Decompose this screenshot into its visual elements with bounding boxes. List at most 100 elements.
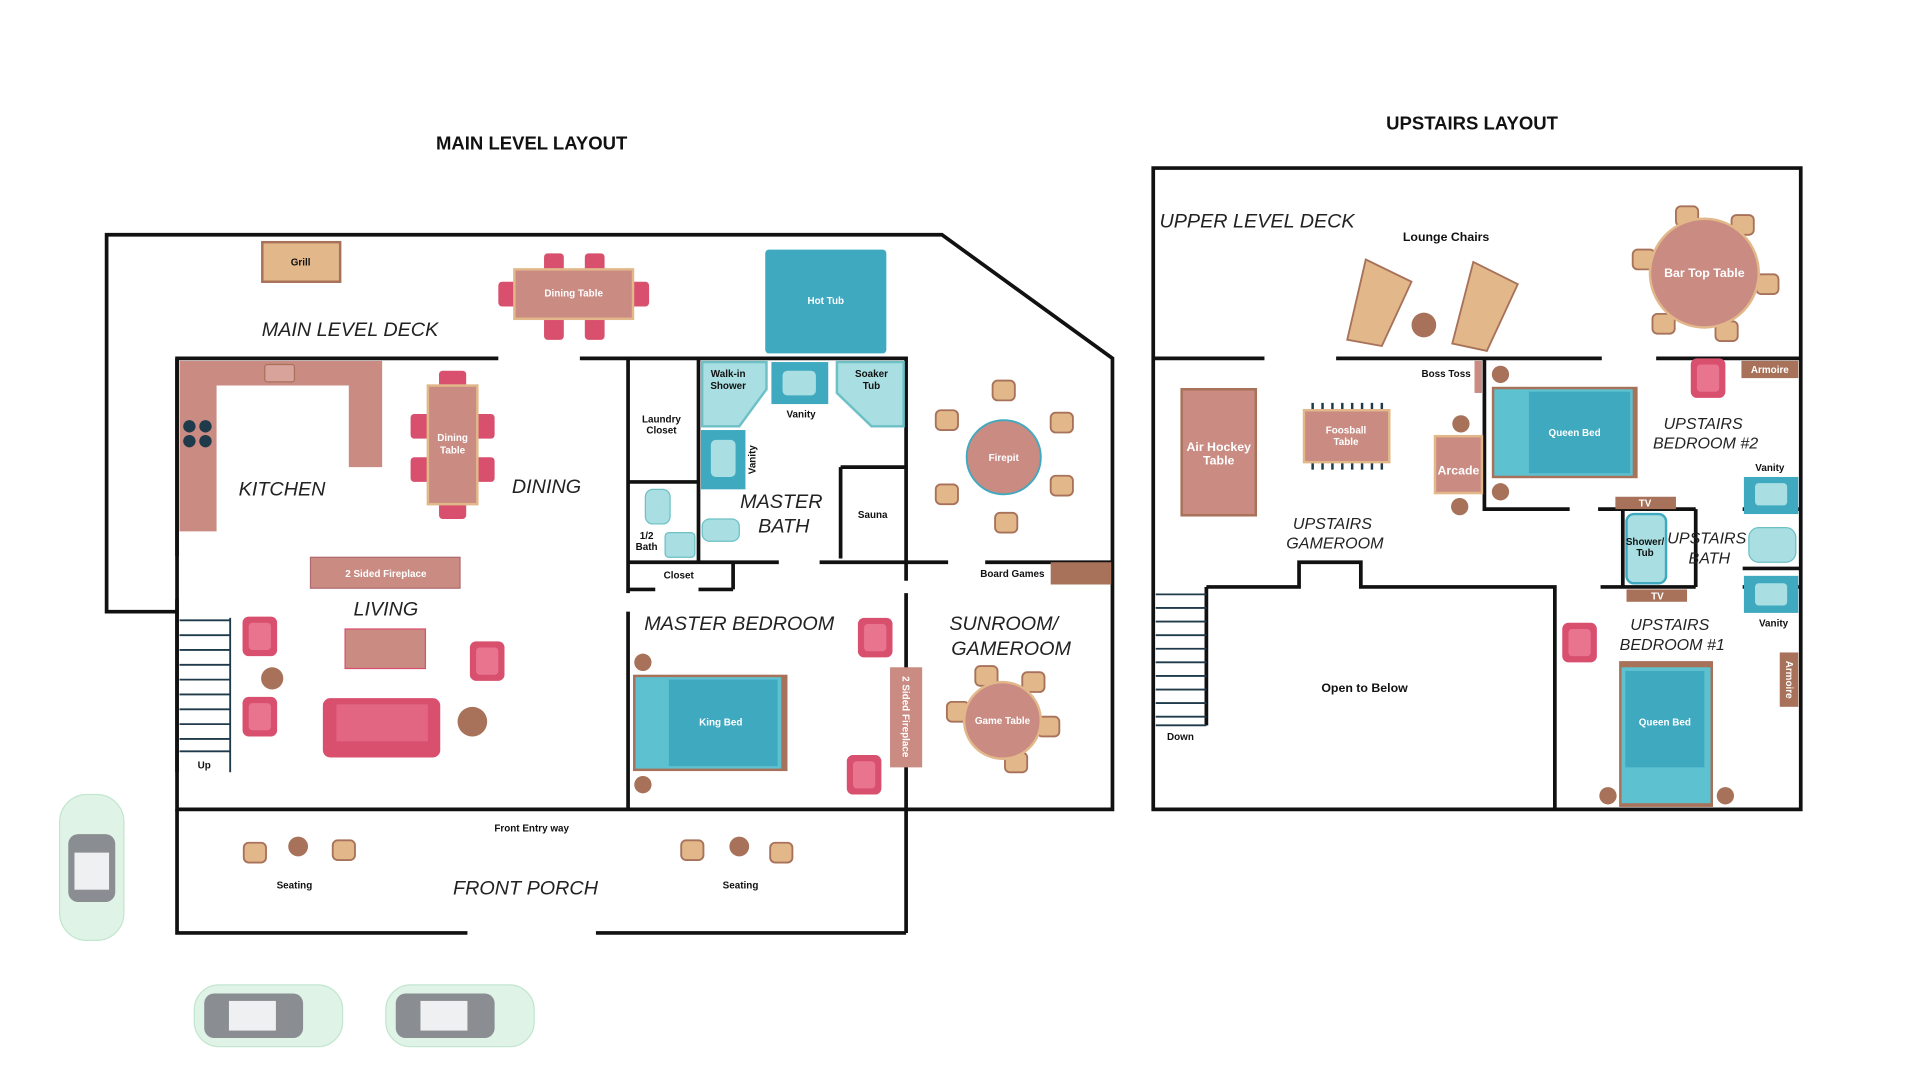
kitchen-counter [179, 360, 383, 532]
svg-text:Lounge Chairs: Lounge Chairs [1403, 230, 1490, 244]
svg-text:Firepit: Firepit [989, 453, 1020, 464]
tv-bottom: TV [1626, 589, 1688, 602]
room-front-porch: FRONT PORCH [453, 878, 599, 900]
svg-text:1/2: 1/2 [640, 531, 654, 542]
main-level-title: MAIN LEVEL LAYOUT [436, 133, 628, 154]
svg-text:Arcade: Arcade [1438, 464, 1480, 478]
vanity-side [700, 430, 746, 490]
svg-text:BATH: BATH [758, 516, 810, 538]
svg-text:Vanity: Vanity [747, 445, 758, 475]
room-kitchen: KITCHEN [239, 479, 326, 501]
vanity-up-1 [1743, 476, 1799, 515]
svg-text:GAMEROOM: GAMEROOM [1286, 535, 1384, 553]
shower-tub: Shower/Tub [1625, 512, 1668, 585]
svg-text:Armoire: Armoire [1751, 365, 1789, 376]
sink-icon [664, 531, 696, 558]
svg-text:Closet: Closet [646, 426, 677, 437]
svg-text:Tub: Tub [1636, 548, 1653, 559]
svg-text:Air Hockey: Air Hockey [1186, 440, 1251, 454]
stairs-up-label: Up [198, 761, 211, 772]
toilet-icon [644, 488, 671, 525]
room-upstairs-gameroom: UPSTAIRS [1293, 515, 1372, 533]
king-bed: King Bed [633, 674, 788, 772]
coffee-table [344, 628, 427, 670]
svg-text:Queen Bed: Queen Bed [1639, 717, 1691, 728]
svg-text:Walk-in: Walk-in [711, 369, 746, 380]
armoire-top: Armoire [1741, 360, 1799, 379]
svg-text:Grill: Grill [291, 258, 311, 269]
svg-text:BATH: BATH [1688, 549, 1730, 567]
svg-text:TV: TV [1651, 591, 1664, 602]
toilet-icon [701, 518, 740, 542]
bedroom-fireplace: 2 Sided Fireplace [890, 667, 923, 768]
svg-text:BEDROOM #2: BEDROOM #2 [1653, 435, 1758, 453]
svg-text:TV: TV [1639, 499, 1652, 510]
queen-bed-2: Queen Bed [1491, 386, 1638, 479]
svg-text:Vanity: Vanity [1759, 618, 1789, 629]
svg-text:Table: Table [1203, 454, 1234, 468]
laundry-label: Laundry [642, 415, 681, 426]
svg-text:Front Entry way: Front Entry way [494, 824, 569, 835]
vanity-top [771, 362, 829, 405]
svg-text:Shower: Shower [710, 381, 746, 392]
svg-text:Soaker: Soaker [855, 369, 888, 380]
car-icon [59, 793, 125, 941]
main-level-walls [104, 232, 1115, 935]
svg-text:Dining Table: Dining Table [544, 289, 603, 300]
svg-text:Seating: Seating [277, 880, 313, 891]
car-icon [385, 984, 535, 1048]
hot-tub: Hot Tub [765, 249, 887, 354]
stove-icon [183, 420, 212, 448]
room-master-bedroom: MASTER BEDROOM [644, 613, 835, 635]
dining-table: Dining Table [410, 370, 495, 519]
svg-text:King Bed: King Bed [699, 717, 742, 728]
svg-text:Vanity: Vanity [787, 410, 817, 421]
svg-text:Foosball: Foosball [1326, 426, 1367, 437]
svg-text:Vanity: Vanity [1755, 463, 1785, 474]
svg-text:GAMEROOM: GAMEROOM [951, 638, 1071, 660]
svg-text:Seating: Seating [723, 880, 759, 891]
board-games-shelf [1050, 562, 1112, 585]
toilet-icon [1748, 527, 1797, 563]
svg-text:Board Games: Board Games [980, 569, 1045, 580]
svg-text:Bath: Bath [636, 542, 658, 553]
open-to-below-label: Open to Below [1321, 681, 1408, 695]
svg-text:Tub: Tub [863, 381, 880, 392]
room-sunroom: SUNROOM/ [949, 613, 1060, 635]
game-table: Game Table [945, 665, 1061, 774]
tv-top: TV [1615, 496, 1676, 510]
svg-text:BEDROOM #1: BEDROOM #1 [1620, 636, 1725, 654]
grill: Grill [261, 240, 342, 283]
room-upstairs-bedroom-1: UPSTAIRS [1630, 616, 1709, 634]
arcade: Arcade [1433, 434, 1484, 495]
svg-text:Closet: Closet [664, 570, 695, 581]
vanity-up-2 [1743, 575, 1799, 613]
svg-text:Table: Table [1333, 437, 1359, 448]
upstairs-title: UPSTAIRS LAYOUT [1386, 113, 1558, 134]
room-dining: DINING [512, 476, 581, 498]
lounge-chairs [1346, 258, 1519, 352]
stairs-up [179, 617, 232, 773]
stairs-down [1155, 593, 1207, 727]
svg-text:Game Table: Game Table [975, 716, 1031, 727]
room-main-level-deck: MAIN LEVEL DECK [262, 319, 439, 341]
room-master-bath: MASTER [740, 491, 822, 513]
svg-text:2 Sided Fireplace: 2 Sided Fireplace [345, 569, 427, 580]
firepit-seating: Firepit [934, 379, 1074, 534]
room-upper-deck: UPPER LEVEL DECK [1159, 210, 1355, 232]
queen-bed-1: Queen Bed [1619, 661, 1714, 807]
armoire-side: Armoire [1779, 652, 1799, 707]
svg-text:Sauna: Sauna [858, 510, 888, 521]
car-icon [193, 984, 344, 1048]
bar-top-table: Bar Top Table [1631, 205, 1780, 342]
svg-text:Table: Table [440, 446, 466, 457]
svg-text:Dining: Dining [437, 433, 468, 444]
svg-text:Queen Bed: Queen Bed [1549, 428, 1601, 439]
room-upstairs-bath: UPSTAIRS [1667, 530, 1746, 548]
room-upstairs-bedroom-2: UPSTAIRS [1664, 415, 1743, 433]
